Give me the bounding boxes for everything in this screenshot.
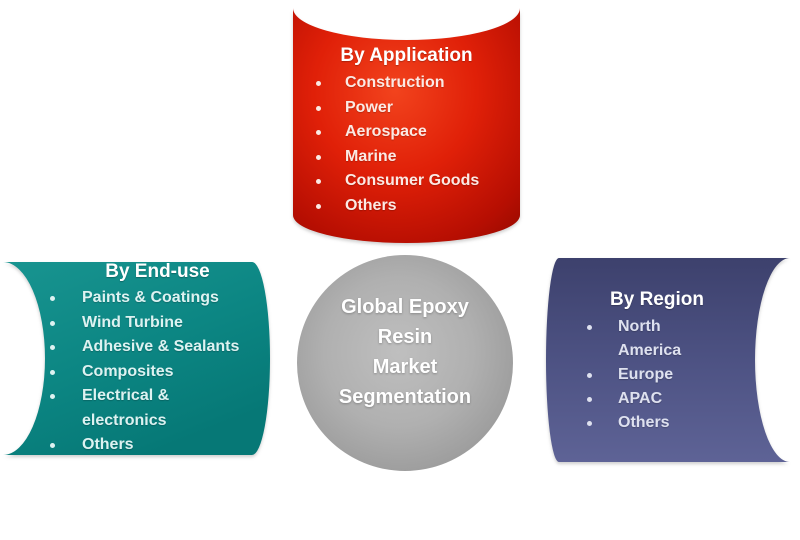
list-item-label: Electrical & electronics (82, 387, 170, 429)
region-list: North America Europe APAC Others (587, 315, 681, 435)
bullet-icon (50, 394, 55, 399)
list-item-label: North America (618, 318, 682, 359)
list-item-label: Others (345, 196, 397, 214)
list-item-label: Consumer Goods (345, 172, 480, 189)
bullet-icon (50, 443, 55, 448)
list-item: Consumer Goods (316, 169, 479, 194)
end-use-list: Paints & Coatings Wind Turbine Adhesive … (50, 286, 239, 458)
bullet-icon (316, 105, 321, 111)
bullet-icon (316, 203, 321, 209)
list-item: Paints & Coatings (50, 286, 239, 311)
list-item-label: Marine (345, 147, 397, 165)
list-item-label: Composites (82, 362, 174, 380)
center-label: Global Epoxy Resin Market Segmentation (338, 296, 472, 408)
bullet-icon (587, 397, 592, 402)
list-item: Composites (50, 360, 239, 385)
list-item: Wind Turbine (50, 311, 239, 336)
list-item-label: Construction (345, 74, 445, 91)
bullet-icon (316, 130, 321, 135)
bullet-icon (587, 325, 592, 330)
bullet-icon (50, 320, 55, 326)
list-item: Others (587, 411, 681, 435)
application-cylinder-shape (293, 8, 520, 243)
list-item-label: APAC (618, 390, 663, 407)
list-item-label: Paints & Coatings (82, 289, 219, 306)
list-item-label: Others (82, 436, 134, 453)
list-item: Marine (316, 145, 479, 170)
application-list: Construction Power Aerospace Marine Cons… (316, 71, 479, 218)
region-cylinder-shape (546, 258, 790, 462)
list-item-label: Aerospace (345, 123, 427, 140)
list-item: Europe (587, 363, 681, 387)
list-item: Others (50, 433, 239, 458)
list-item: Others (316, 194, 479, 219)
list-item-label: Power (345, 98, 394, 116)
list-item: Construction (316, 71, 479, 96)
list-item: Aerospace (316, 120, 479, 145)
bullet-icon (587, 373, 592, 378)
bullet-icon (50, 296, 55, 301)
list-item: Power (316, 96, 479, 121)
end-use-cylinder-shape (3, 262, 270, 455)
list-item: Electrical & electronics (50, 384, 239, 433)
list-item-label: Others (618, 414, 670, 431)
bullet-icon (587, 421, 592, 426)
list-item: North America (587, 315, 681, 363)
bullet-icon (50, 369, 55, 375)
application-title: By Application (340, 45, 473, 66)
list-item-label: Europe (618, 366, 674, 383)
bullet-icon (316, 81, 321, 86)
list-item: APAC (587, 387, 681, 411)
end-use-title: By End-use (105, 261, 210, 282)
bullet-icon (316, 179, 321, 184)
list-item-label: Adhesive & Sealants (82, 338, 240, 355)
center-circle (297, 255, 513, 471)
list-item-label: Wind Turbine (82, 313, 183, 331)
bullet-icon (50, 345, 55, 350)
region-title: By Region (610, 289, 704, 310)
list-item: Adhesive & Sealants (50, 335, 239, 360)
bullet-icon (316, 154, 321, 160)
